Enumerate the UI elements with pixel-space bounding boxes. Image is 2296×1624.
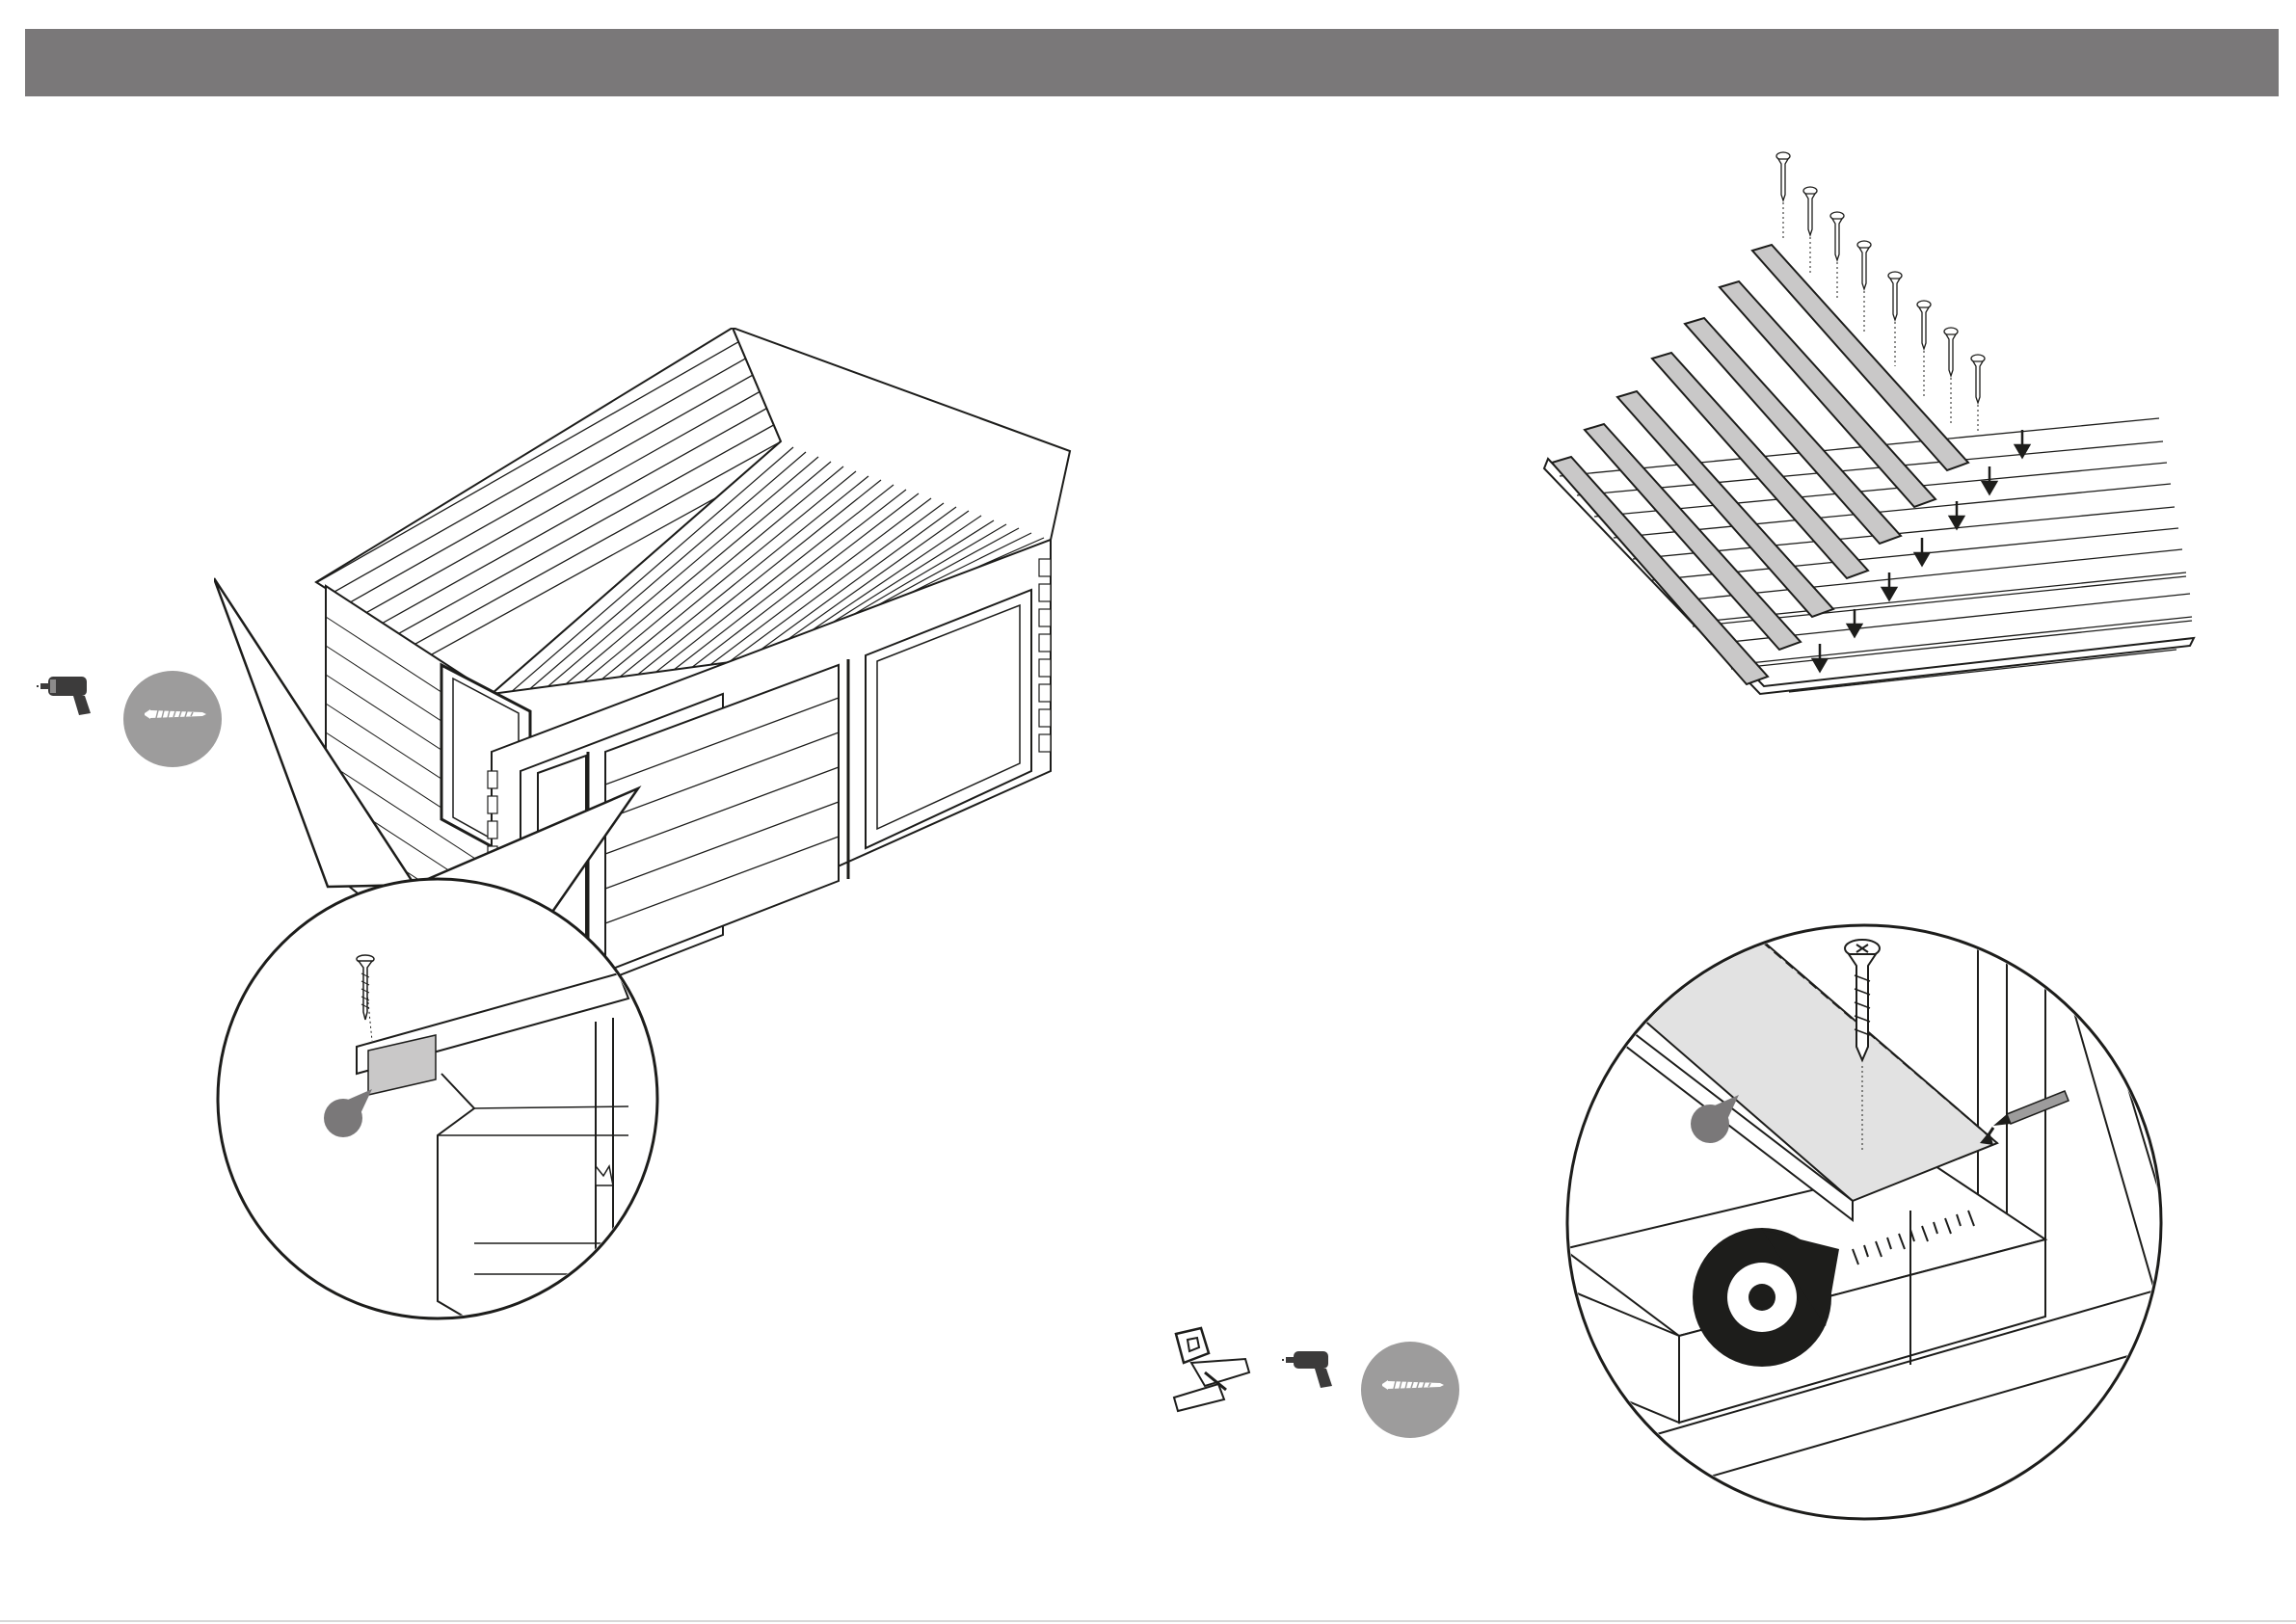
screw-icon: [123, 671, 222, 767]
saw-icon: [1166, 1324, 1253, 1417]
screw-icon: [351, 954, 380, 1022]
left-detail-marker: [322, 1089, 380, 1139]
pointer-dot-icon: [1689, 1095, 1747, 1145]
floorboard-detail-circle: [1563, 921, 2165, 1523]
footer-rule: [0, 1620, 2296, 1622]
floorboards-image: [1538, 145, 2203, 713]
left-screw-badge: [123, 671, 222, 767]
screw-graphic-left: [351, 954, 380, 1022]
floorboard-detail-image: [1563, 921, 2165, 1523]
floorboard-illustration: [1538, 145, 2203, 713]
pointer-dot-icon: [322, 1089, 380, 1139]
fascia-detail-image: [214, 569, 667, 1320]
right-drill-tool: [1282, 1345, 1342, 1390]
drill-icon: [1282, 1345, 1342, 1390]
fascia-detail-circle: [214, 569, 667, 1320]
screw-icon: [1361, 1342, 1459, 1438]
drill-icon: [37, 671, 106, 717]
right-detail-marker: [1689, 1095, 1747, 1145]
saw-tool: [1166, 1324, 1253, 1417]
right-screw-badge: [1361, 1342, 1459, 1438]
header-bar: [25, 29, 2279, 96]
left-drill-tool: [37, 671, 106, 717]
